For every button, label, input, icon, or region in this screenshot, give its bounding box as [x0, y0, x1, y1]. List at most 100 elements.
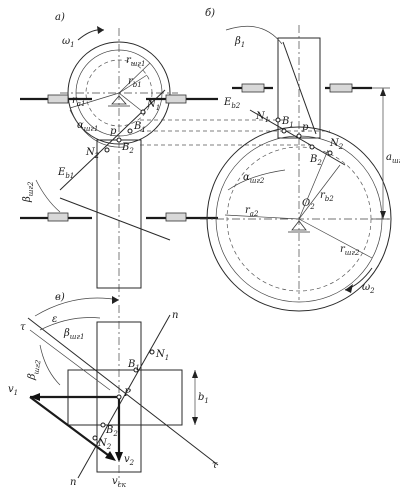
B2-label-b: B2	[309, 154, 322, 167]
point-B2-c	[100, 422, 106, 428]
gear1-rb-radius	[118, 74, 148, 94]
gear1-ra-radius	[69, 92, 120, 109]
bearing1-right	[165, 94, 187, 104]
beta-w2-label-c: βшг2	[26, 358, 43, 382]
panel-b: б) β1 Eb2 N1 B1 p N2 B2 aшг αшг2 ra2 rb2…	[200, 8, 400, 312]
helix-line-c	[29, 329, 111, 391]
omega1-arrowhead	[97, 26, 104, 34]
point-B1-a	[127, 128, 133, 134]
rw2-label: rшг2	[340, 244, 360, 257]
tau-bottom-label: τ	[212, 460, 218, 471]
vck-label: vск	[112, 476, 127, 489]
n-top-label: n	[172, 310, 178, 321]
point-N2-b	[327, 150, 333, 156]
beta1-label: β1	[234, 36, 245, 49]
bearing2-left	[47, 212, 69, 222]
panel-a-label: a)	[55, 12, 65, 23]
helix-line-a	[59, 197, 171, 241]
ra2-label: ra2	[245, 205, 259, 218]
Eb2-label: Eb2	[223, 97, 241, 110]
v2-label: v2	[124, 454, 135, 467]
N2-label-a: N2	[85, 147, 100, 160]
panel-c: в) ε βшг1 βшг2 τ τ n n N1 B1 P B2 N2 b1 …	[8, 292, 219, 489]
bearing-b-left	[241, 83, 265, 93]
omega2-arrowhead	[345, 284, 353, 293]
ra1-label: ra1	[72, 95, 85, 108]
point-B1-b	[281, 128, 287, 134]
O2-label: O2	[302, 198, 315, 211]
panel-b-label: б)	[205, 8, 215, 19]
point-N1-b	[275, 117, 281, 123]
vck-vector	[29, 396, 113, 459]
Eb1-label: Eb1	[57, 167, 74, 180]
beta-w2-label-a: βшг2	[22, 181, 35, 203]
gear2-to-N2	[298, 149, 329, 220]
b1-arrow-top	[192, 370, 198, 378]
b1-label: b1	[198, 392, 209, 405]
gear1-to-N1	[118, 92, 144, 113]
rb1-label: rb1	[128, 76, 142, 89]
gear2-ra-radius	[224, 214, 300, 220]
P-label-a: p	[110, 126, 117, 137]
B1-label-a: B1	[133, 121, 146, 134]
tau-top-label: τ	[20, 322, 26, 333]
N2-label-c: N2	[97, 438, 112, 451]
point-P-c	[116, 394, 122, 400]
N1-label-a: N1	[146, 99, 160, 112]
omega2-label: ω2	[362, 282, 375, 295]
beta-w1-label: βшг1	[63, 328, 84, 341]
aw-arrow-bottom	[380, 211, 386, 219]
alpha-w1-label: αшг1	[77, 120, 98, 133]
bearing2-right	[165, 212, 187, 222]
point-P-a	[116, 137, 122, 143]
B1-label-c: B1	[127, 359, 140, 372]
panel-c-label: в)	[55, 292, 65, 303]
omega1-label: ω1	[62, 36, 75, 49]
v1-label: v1	[8, 384, 18, 397]
point-N1-a	[140, 109, 146, 115]
epsilon-arc	[34, 297, 120, 317]
alpha-w2-arc	[227, 169, 286, 191]
alpha-w2-label: αшг2	[243, 172, 265, 185]
helix-line-b	[282, 41, 317, 135]
gear1-rw-radius	[118, 62, 151, 94]
epsilon-arrowhead	[112, 296, 119, 304]
point-N1-c	[149, 349, 155, 355]
N2-label-b: N2	[329, 138, 344, 151]
vck-arrowhead	[105, 451, 116, 461]
alpha-arc-a	[69, 109, 126, 148]
beta-w2-arc	[35, 179, 61, 213]
B1-label-b: B1	[281, 116, 294, 129]
tau-line	[27, 317, 219, 466]
beta1-arc	[225, 25, 283, 45]
rw1-label: rшг1	[126, 55, 145, 68]
aw-arrow-top	[380, 88, 386, 96]
beta-w1-arc	[39, 317, 101, 331]
N1-label-c: N1	[155, 349, 169, 362]
panel-a: a) ω1 rшг1 rb1 ra1 αшг1 N1 B1 p N2 B2 Eb…	[20, 12, 330, 300]
gear2-rw-radius	[298, 218, 373, 259]
rb2-label: rb2	[320, 190, 334, 203]
B2-label-c: B2	[105, 425, 118, 438]
N1-label-b: N1	[255, 111, 269, 124]
epsilon-label: ε	[52, 314, 57, 325]
P-label-b: p	[302, 122, 309, 133]
beta-w2-arc-c	[39, 344, 61, 386]
point-P-b	[296, 133, 302, 139]
v2-arrowhead	[115, 452, 123, 462]
v1-arrowhead	[30, 393, 40, 401]
n-bottom-label: n	[70, 477, 76, 488]
P-label-c: P	[123, 388, 131, 399]
gear2-rb-radius	[298, 164, 341, 220]
support-a	[111, 95, 127, 105]
support-b	[291, 220, 307, 231]
bearing1-left	[47, 94, 69, 104]
aw-label: aшг	[386, 152, 400, 165]
b1-arrow-bottom	[192, 417, 198, 425]
point-N2-a	[104, 147, 110, 153]
point-B2-b	[309, 144, 315, 150]
bearing-b-right	[329, 83, 353, 93]
B2-label-a: B2	[121, 142, 134, 155]
